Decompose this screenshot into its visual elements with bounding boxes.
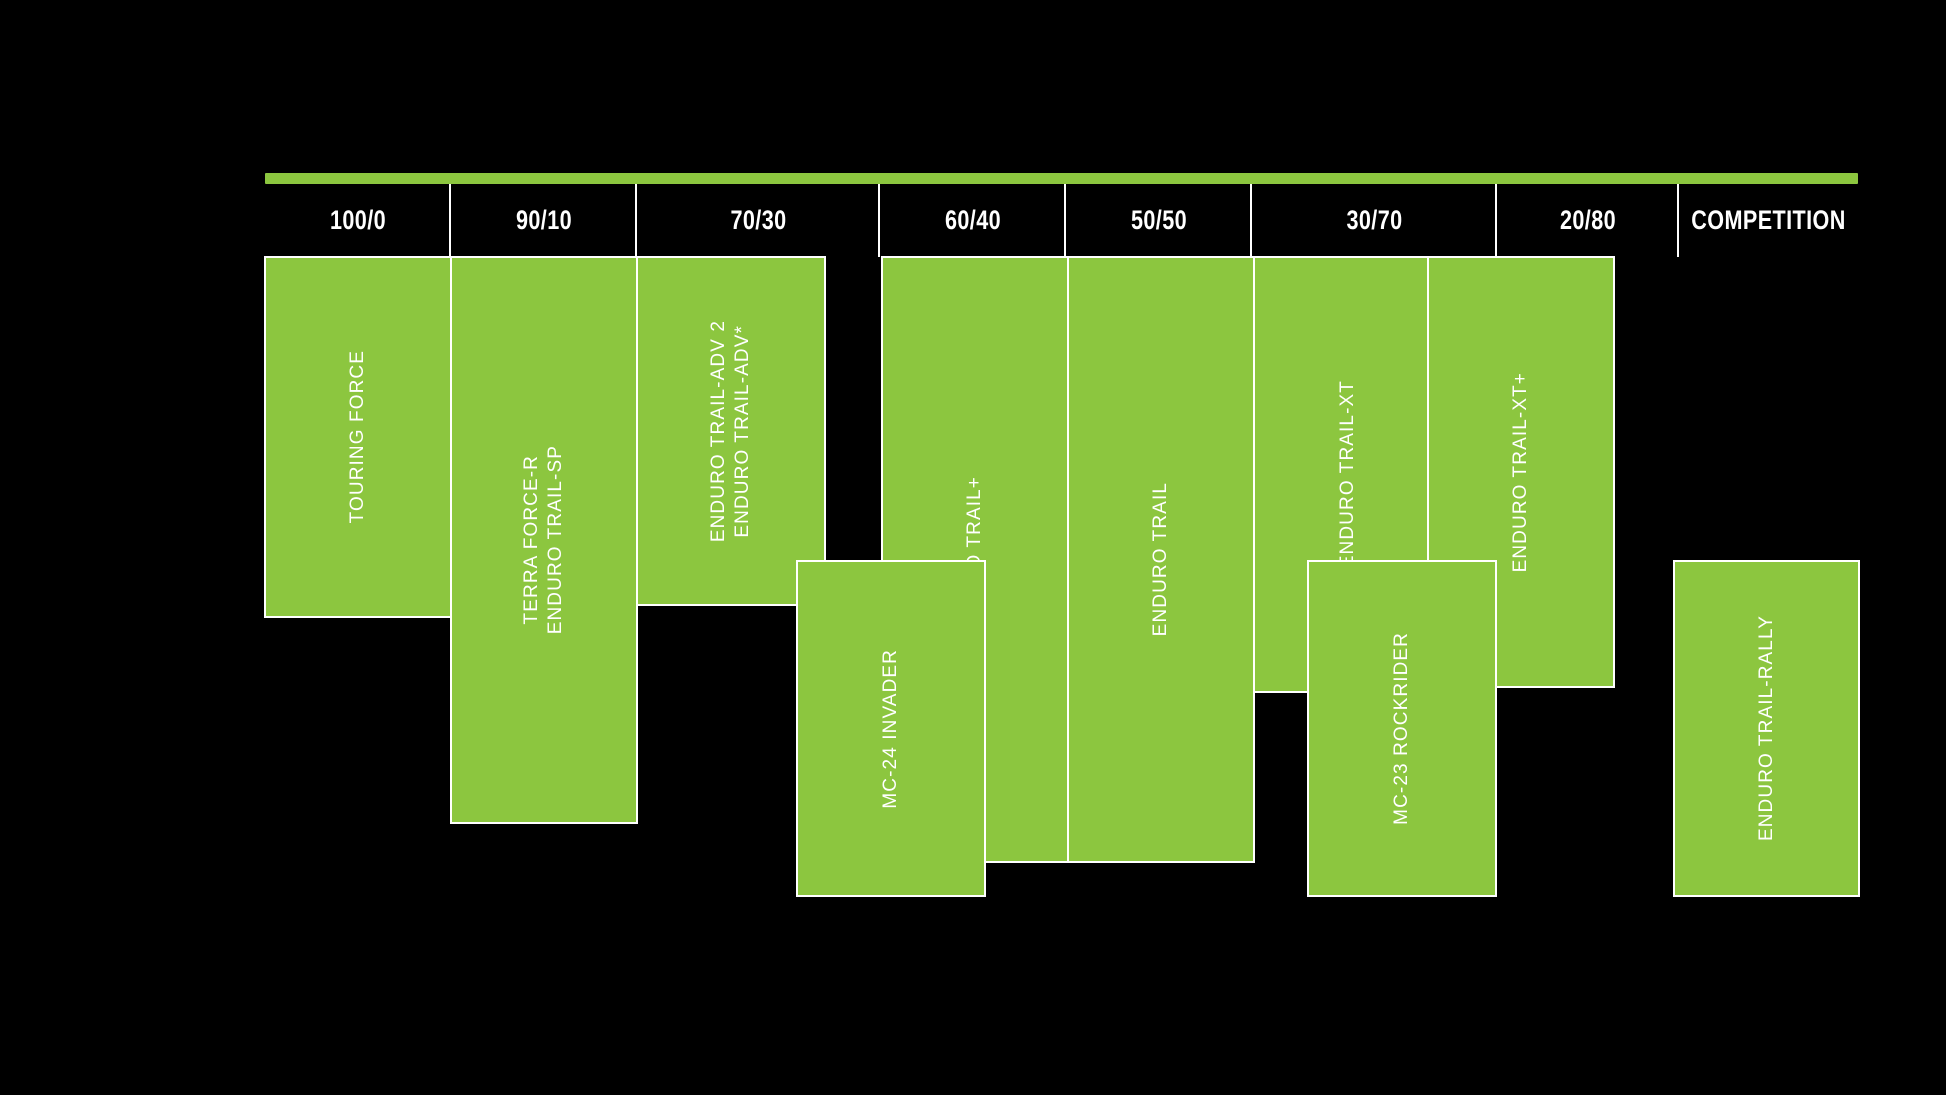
bar-label-touring-force: TOURING FORCE: [347, 350, 369, 524]
header-label-90-10: 90/10: [515, 205, 573, 235]
header-divider: [1677, 184, 1679, 257]
header-cell-70-30[interactable]: 70/30: [637, 184, 880, 257]
header-divider: [878, 184, 880, 257]
bar-label-mc24-invader: MC-24 INVADER: [880, 648, 902, 809]
bar-label-group: ENDURO TRAIL-ADV 2 ENDURO TRAIL-ADV*: [708, 320, 754, 542]
bar-label-enduro-trail-xt-plus: ENDURO TRAIL-XT+: [1510, 371, 1532, 573]
bar-terra-force-r[interactable]: TERRA FORCE-R ENDURO TRAIL-SP: [450, 256, 638, 824]
category-header-row: 100/0 90/10 70/30 60/40 50/50 30/70 20/8…: [265, 184, 1858, 257]
bar-enduro-trail-rally[interactable]: ENDURO TRAIL-RALLY: [1673, 560, 1860, 897]
header-cell-60-40[interactable]: 60/40: [880, 184, 1066, 257]
header-cell-100-0[interactable]: 100/0: [265, 184, 451, 257]
bar-mc24-invader[interactable]: MC-24 INVADER: [796, 560, 986, 897]
header-label-competition: COMPETITION: [1691, 205, 1846, 235]
header-cell-90-10[interactable]: 90/10: [451, 184, 637, 257]
header-divider: [1064, 184, 1066, 257]
header-label-70-30: 70/30: [730, 205, 787, 235]
header-cell-20-80[interactable]: 20/80: [1497, 184, 1679, 257]
bar-label-enduro-trail: ENDURO TRAIL: [1150, 482, 1172, 637]
header-cell-30-70[interactable]: 30/70: [1252, 184, 1497, 257]
header-label-20-80: 20/80: [1559, 205, 1617, 235]
header-divider: [1250, 184, 1252, 257]
header-cell-competition[interactable]: COMPETITION: [1679, 184, 1858, 257]
bar-label-group: TERRA FORCE-R ENDURO TRAIL-SP: [521, 445, 567, 634]
header-cell-50-50[interactable]: 50/50: [1066, 184, 1252, 257]
bar-touring-force[interactable]: TOURING FORCE: [264, 256, 452, 618]
header-divider: [449, 184, 451, 257]
bar-mc23-rockrider[interactable]: MC-23 ROCKRIDER: [1307, 560, 1497, 897]
top-accent-bar: [265, 173, 1858, 184]
bar-label-terra-force-r: TERRA FORCE-R: [521, 455, 543, 625]
bar-enduro-trail[interactable]: ENDURO TRAIL: [1067, 256, 1255, 863]
header-label-100-0: 100/0: [329, 205, 387, 235]
bar-label-enduro-trail-sp: ENDURO TRAIL-SP: [545, 445, 566, 635]
header-divider: [1495, 184, 1497, 257]
header-label-30-70: 30/70: [1346, 205, 1403, 235]
bar-label-enduro-trail-xt: ENDURO TRAIL-XT: [1337, 380, 1359, 569]
header-label-60-40: 60/40: [944, 205, 1002, 235]
bar-label-enduro-trail-adv2: ENDURO TRAIL-ADV 2: [708, 319, 730, 543]
bar-label-enduro-trail-rally: ENDURO TRAIL-RALLY: [1755, 615, 1777, 842]
header-divider: [635, 184, 637, 257]
bar-label-enduro-trail-adv: ENDURO TRAIL-ADV*: [732, 324, 753, 538]
bar-label-mc23-rockrider: MC-23 ROCKRIDER: [1391, 632, 1413, 825]
bar-enduro-trail-adv[interactable]: ENDURO TRAIL-ADV 2 ENDURO TRAIL-ADV*: [636, 256, 826, 606]
chart-plot-area: TOURING FORCE TERRA FORCE-R ENDURO TRAIL…: [264, 256, 1860, 897]
header-label-50-50: 50/50: [1130, 205, 1188, 235]
